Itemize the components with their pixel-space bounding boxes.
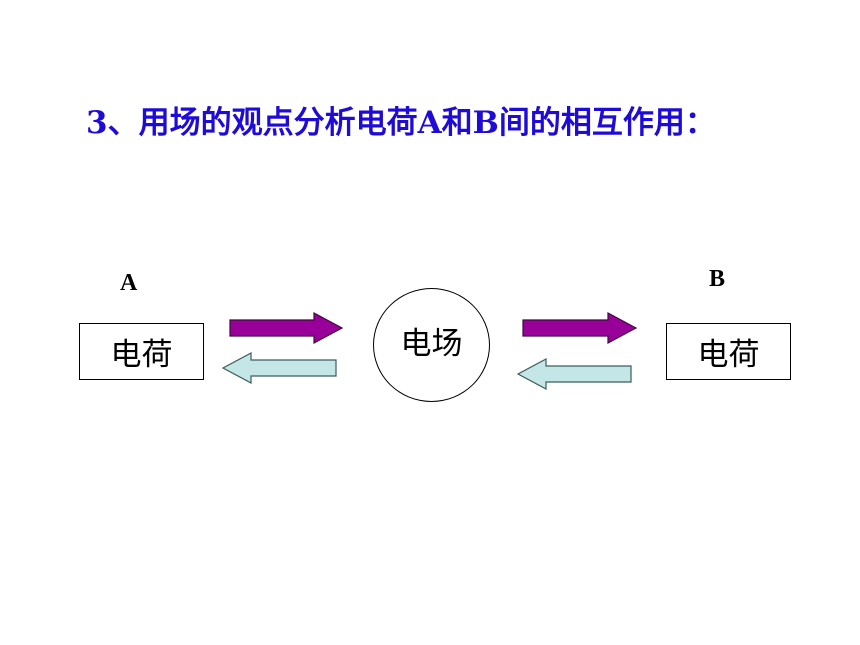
arrow-a-to-field <box>229 311 344 345</box>
arrow-field-to-a <box>221 351 337 385</box>
charge-a-box: 电荷 <box>79 323 204 380</box>
charge-b-text: 电荷 <box>697 337 760 373</box>
slide-title: 3、用场的观点分析电荷A和B间的相互作用： <box>86 105 716 141</box>
charge-b-box: 电荷 <box>666 323 791 380</box>
charge-b-label: B <box>709 266 726 292</box>
charge-a-text: 电荷 <box>110 337 173 373</box>
arrow-b-to-field <box>516 357 632 391</box>
electric-field-text: 电场 <box>400 325 463 362</box>
electric-field-circle: 电场 <box>373 288 490 402</box>
arrow-field-to-b <box>522 311 638 345</box>
charge-a-label: A <box>120 270 138 296</box>
